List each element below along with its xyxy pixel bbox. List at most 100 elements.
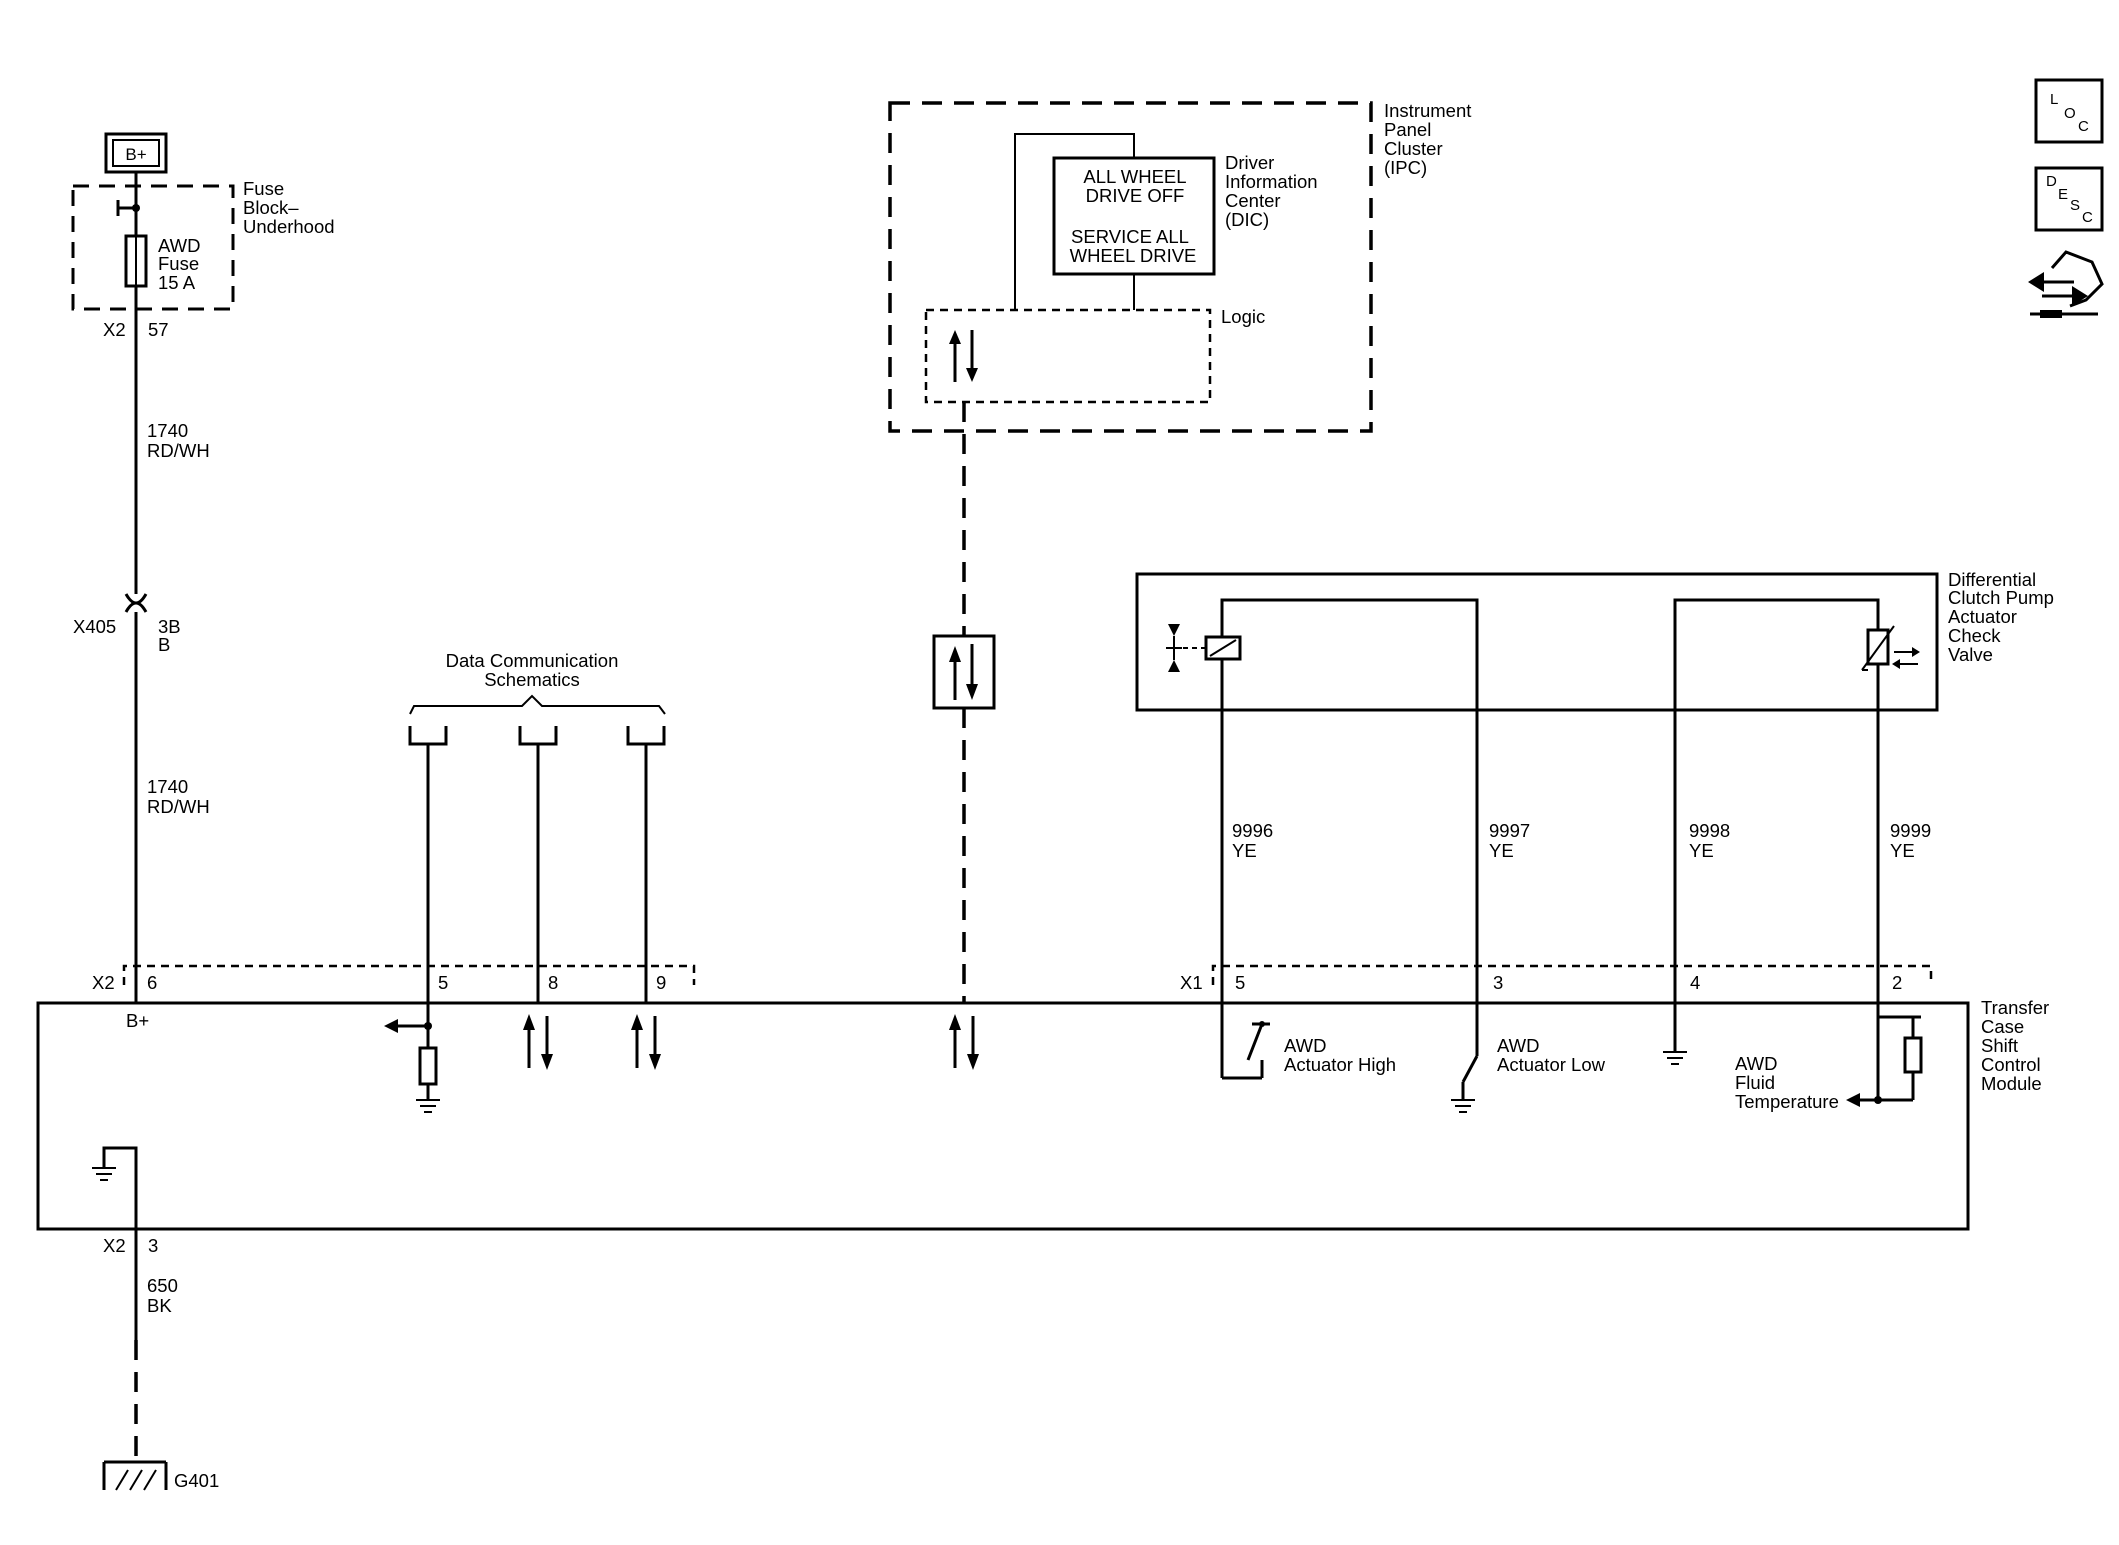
valve-name-2: Clutch Pump (1948, 587, 2054, 608)
actuator-low-switch-icon (1451, 1003, 1479, 1113)
fuse-label-3: 15 A (158, 272, 196, 293)
bidirectional-arrow-icon (949, 330, 978, 382)
wire-9996-color: YE (1232, 840, 1257, 861)
dic-msg-1: ALL WHEEL (1083, 166, 1186, 187)
ground-icon (92, 1146, 138, 1229)
fuse-pin: 57 (148, 319, 169, 340)
module-left-pin-3: 8 (548, 972, 558, 993)
loc-letter-o: O (2064, 105, 2076, 122)
module-right-pin-1: 5 (1235, 972, 1245, 993)
module-left-connector: X2 (92, 972, 115, 993)
fuse-block-name-1: Fuse (243, 178, 284, 199)
valve-name-5: Valve (1948, 644, 1993, 665)
dic-name-2: Information (1225, 171, 1318, 192)
ground-icon (1663, 1003, 1687, 1065)
x405-sub: B (158, 634, 170, 655)
desc-letter-e: E (2058, 186, 2068, 203)
desc-letter-s: S (2070, 197, 2080, 214)
power-source: B+ (104, 132, 168, 208)
fuse-block-name-2: Block– (243, 197, 299, 218)
serial-data-splice (932, 634, 996, 710)
wire-9997-color: YE (1489, 840, 1514, 861)
dic-name-4: (DIC) (1225, 209, 1269, 230)
module-right-connector: X1 (1180, 972, 1203, 993)
location-button[interactable]: L O C (2034, 78, 2104, 144)
ipc-name-1: Instrument (1384, 100, 1471, 121)
dic-name-1: Driver (1225, 152, 1274, 173)
bidirectional-arrow-icon (949, 644, 978, 700)
loc-letter-c: C (2078, 118, 2089, 135)
temp-label-3: Temperature (1735, 1091, 1839, 1112)
x405-name: X405 (73, 616, 116, 637)
valve-name-4: Check (1948, 625, 2001, 646)
power-wire: 1740 RD/WH X405 3B B 1740 RD/WH (73, 310, 210, 1003)
ipc-name-3: Cluster (1384, 138, 1443, 159)
data-comm-title-1: Data Communication (446, 650, 619, 671)
logic-block (924, 308, 1212, 404)
temperature-sensor-icon (1846, 1003, 1923, 1107)
wire-9999-circuit: 9999 (1890, 820, 1931, 841)
bidirectional-arrow-icon (949, 1014, 979, 1070)
module-right-pin-4: 2 (1892, 972, 1902, 993)
valve-name-3: Actuator (1948, 606, 2017, 627)
bidirectional-arrow-icon (631, 1014, 661, 1070)
module-name-5: Module (1981, 1073, 2042, 1094)
desc-letter-c: C (2082, 209, 2093, 226)
wire-1740-color-b: RD/WH (147, 796, 210, 817)
sw-low-1: AWD (1497, 1035, 1539, 1056)
data-communication: Data Communication Schematics (408, 650, 666, 1003)
loc-letter-l: L (2050, 91, 2058, 108)
bidirectional-arrow-icon (523, 1014, 553, 1070)
module-bplus-label: B+ (126, 1010, 149, 1031)
pull-down-resistor-icon (384, 1003, 440, 1113)
ground-name: G401 (174, 1470, 219, 1491)
transfer-case-shift-control-module: X2 6 5 8 9 X1 5 3 4 2 Transfer Case Shif… (36, 964, 2049, 1231)
fuse-icon (124, 234, 148, 288)
ipc-name-4: (IPC) (1384, 157, 1427, 178)
fuse-block-underhood: Fuse Block– Underhood AWD Fuse 15 A X2 5… (71, 178, 335, 340)
instrument-panel-cluster: Instrument Panel Cluster (IPC) ALL WHEEL… (888, 100, 1471, 433)
module-left-pin-4: 9 (656, 972, 666, 993)
description-button[interactable]: D E S C (2034, 166, 2104, 232)
diagnostic-connector-icon[interactable] (2028, 250, 2104, 318)
inline-connector-icon (124, 593, 148, 613)
actuator-high-switch-icon (1220, 1003, 1270, 1080)
dic-msg-2: DRIVE OFF (1086, 185, 1185, 206)
logic-label: Logic (1221, 306, 1265, 327)
chassis-ground-icon (102, 1460, 168, 1491)
module-name-2: Case (1981, 1016, 2024, 1037)
thermistor-icon (1861, 625, 1920, 671)
temp-label-2: Fluid (1735, 1072, 1775, 1093)
dic-msg-4: WHEEL DRIVE (1070, 245, 1197, 266)
ground-wire: X2 3 650 BK G401 (102, 1229, 219, 1491)
wire-9998-color: YE (1689, 840, 1714, 861)
valve-name-1: Differential (1948, 569, 2036, 590)
sw-high-1: AWD (1284, 1035, 1326, 1056)
fuse-label-2: Fuse (158, 253, 199, 274)
wire-9996-circuit: 9996 (1232, 820, 1273, 841)
module-name-1: Transfer (1981, 997, 2049, 1018)
differential-clutch-pump-valve: Differential Clutch Pump Actuator Check … (1135, 569, 2054, 712)
fuse-label-1: AWD (158, 235, 200, 256)
desc-letter-d: D (2046, 173, 2057, 190)
valve-wires: 9996 YE 9997 YE 9998 YE 9999 YE (1220, 710, 1931, 1003)
dic-name-3: Center (1225, 190, 1281, 211)
wire-9999-color: YE (1890, 840, 1915, 861)
x405-pin: 3B (158, 616, 181, 637)
wire-9997-circuit: 9997 (1489, 820, 1530, 841)
wire-9998-circuit: 9998 (1689, 820, 1730, 841)
ground-connector: X2 (103, 1235, 126, 1256)
module-right-pin-2: 3 (1493, 972, 1503, 993)
module-name-4: Control (1981, 1054, 2041, 1075)
wire-650-color: BK (147, 1295, 172, 1316)
serial-data-line (932, 402, 996, 1003)
dic-msg-3: SERVICE ALL (1071, 226, 1189, 247)
power-label: B+ (125, 145, 146, 164)
wire-1740-circuit-a: 1740 (147, 420, 188, 441)
wire-1740-circuit-b: 1740 (147, 776, 188, 797)
sw-high-2: Actuator High (1284, 1054, 1396, 1075)
module-left-pin-1: 6 (147, 972, 157, 993)
fuse-block-name-3: Underhood (243, 216, 335, 237)
module-right-pin-3: 4 (1690, 972, 1700, 993)
